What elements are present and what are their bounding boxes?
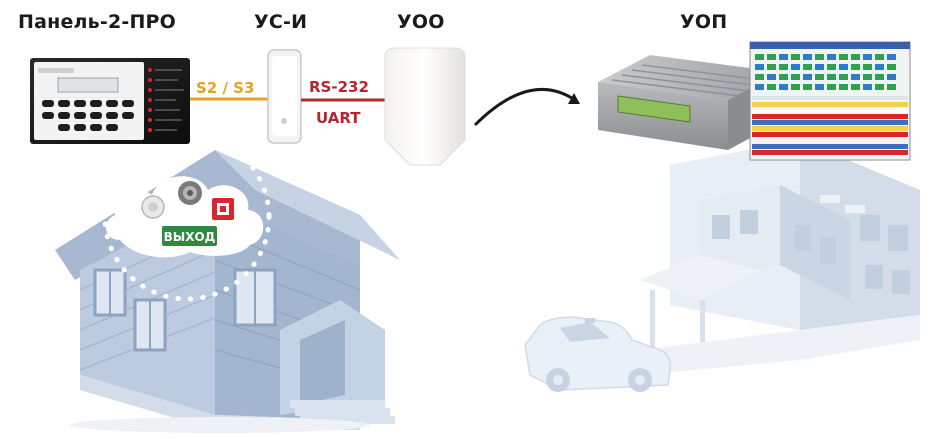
panel-device [30,58,190,144]
exit-sign: ВЫХОД [162,226,217,246]
uoo-title: УОО [397,11,445,33]
s2-s3-label: S2 / S3 [196,79,255,97]
usi-device [267,49,302,144]
uart-label: UART [316,109,361,127]
smoke-detector-icon [141,195,165,219]
building-illustration [640,140,920,375]
uoo-device [384,47,466,166]
panel-title: Панель-2-ПРО [18,11,177,33]
manual-call-point-icon [212,198,234,220]
usi-title: УС-И [254,11,308,33]
exit-sign-text: ВЫХОД [164,230,216,244]
car-illustration [524,316,672,392]
software-screenshot [749,41,911,161]
rs232-label: RS-232 [309,78,369,96]
house-illustration [55,150,400,433]
arrow-icon [473,87,580,127]
siren-icon [178,181,202,205]
uop-title: УОП [680,11,728,33]
